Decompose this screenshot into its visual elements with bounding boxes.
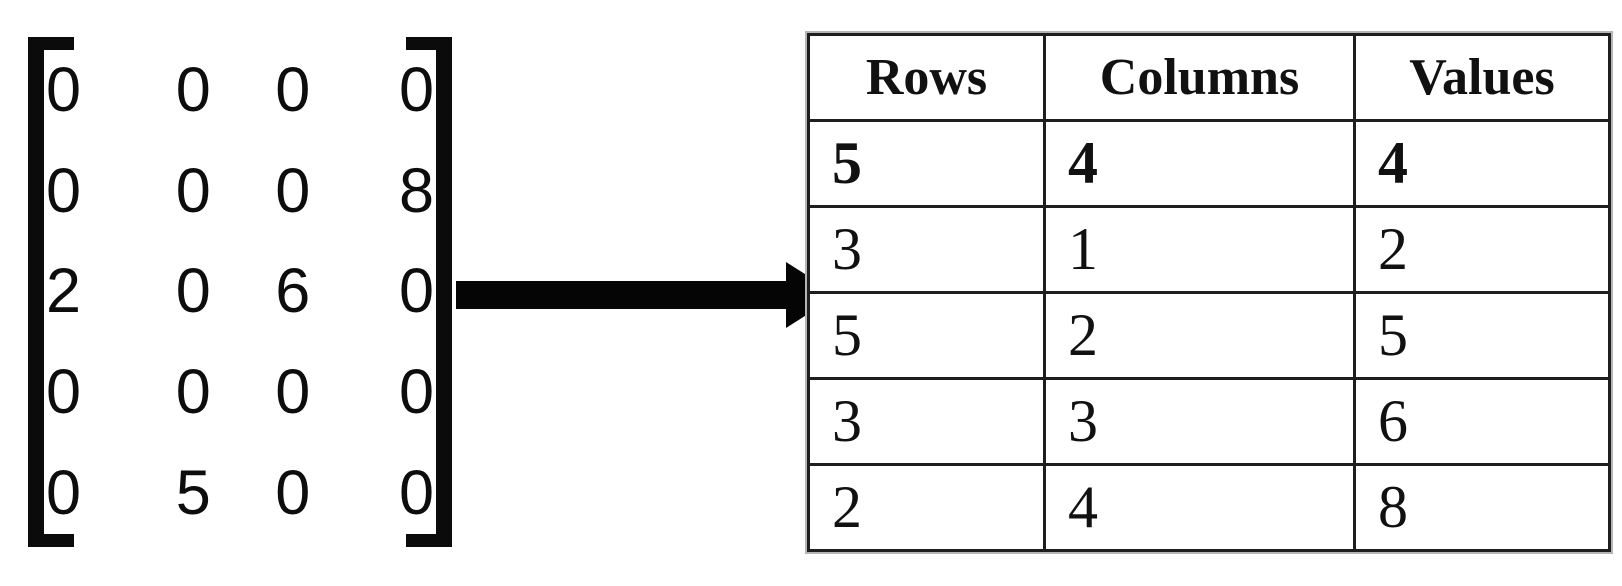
table-cell: 5 (807, 119, 1046, 208)
matrix-cell: 8 (398, 155, 434, 226)
table-cell: 3 (807, 377, 1046, 466)
table-cell: 5 (807, 291, 1046, 380)
matrix-cell: 0 (175, 54, 211, 125)
table-row: 3 3 6 (807, 377, 1611, 466)
matrix-cell: 0 (175, 256, 211, 327)
table-row: 2 4 8 (807, 463, 1611, 552)
sparse-matrix: 0 0 0 0 0 0 0 8 2 0 6 0 0 0 0 0 0 5 0 0 (28, 37, 452, 547)
header-values: Values (1353, 33, 1611, 122)
table-cell: 2 (807, 463, 1046, 552)
table-cell: 4 (1353, 119, 1611, 208)
matrix-cell: 0 (46, 458, 82, 529)
left-bracket-icon (28, 37, 74, 547)
table-cell: 5 (1353, 291, 1611, 380)
matrix-cell: 0 (175, 155, 211, 226)
triplet-table: Rows Columns Values 5 4 4 3 1 2 5 2 5 3 … (805, 31, 1613, 554)
matrix-cell: 0 (46, 54, 82, 125)
matrix-cell: 0 (46, 357, 82, 428)
matrix-cell: 6 (275, 256, 311, 327)
matrix-cell: 0 (275, 458, 311, 529)
matrix-cell: 0 (175, 357, 211, 428)
table-summary-row: 5 4 4 (807, 119, 1611, 208)
table-row: 3 1 2 (807, 205, 1611, 294)
matrix-cell: 0 (275, 54, 311, 125)
matrix-cell: 5 (175, 458, 211, 529)
table-cell: 8 (1353, 463, 1611, 552)
table-cell: 2 (1043, 291, 1356, 380)
table-cell: 4 (1043, 463, 1356, 552)
arrow-shaft (456, 281, 786, 309)
header-columns: Columns (1043, 33, 1356, 122)
matrix-cell: 0 (398, 458, 434, 529)
matrix-cell: 0 (398, 357, 434, 428)
table-cell: 3 (807, 205, 1046, 294)
table-header-row: Rows Columns Values (807, 33, 1611, 122)
table-cell: 6 (1353, 377, 1611, 466)
table-row: 5 2 5 (807, 291, 1611, 380)
header-rows: Rows (807, 33, 1046, 122)
table-cell: 4 (1043, 119, 1356, 208)
matrix-cell: 0 (275, 155, 311, 226)
matrix-cell: 0 (46, 155, 82, 226)
table-cell: 3 (1043, 377, 1356, 466)
right-bracket-icon (406, 37, 452, 547)
matrix-cell: 0 (398, 54, 434, 125)
right-arrow-icon (456, 262, 838, 328)
table-cell: 1 (1043, 205, 1356, 294)
matrix-cell: 0 (398, 256, 434, 327)
matrix-cell: 0 (275, 357, 311, 428)
matrix-cell: 2 (46, 256, 82, 327)
table-cell: 2 (1353, 205, 1611, 294)
matrix-grid: 0 0 0 0 0 0 0 8 2 0 6 0 0 0 0 0 0 5 0 0 (44, 40, 442, 544)
